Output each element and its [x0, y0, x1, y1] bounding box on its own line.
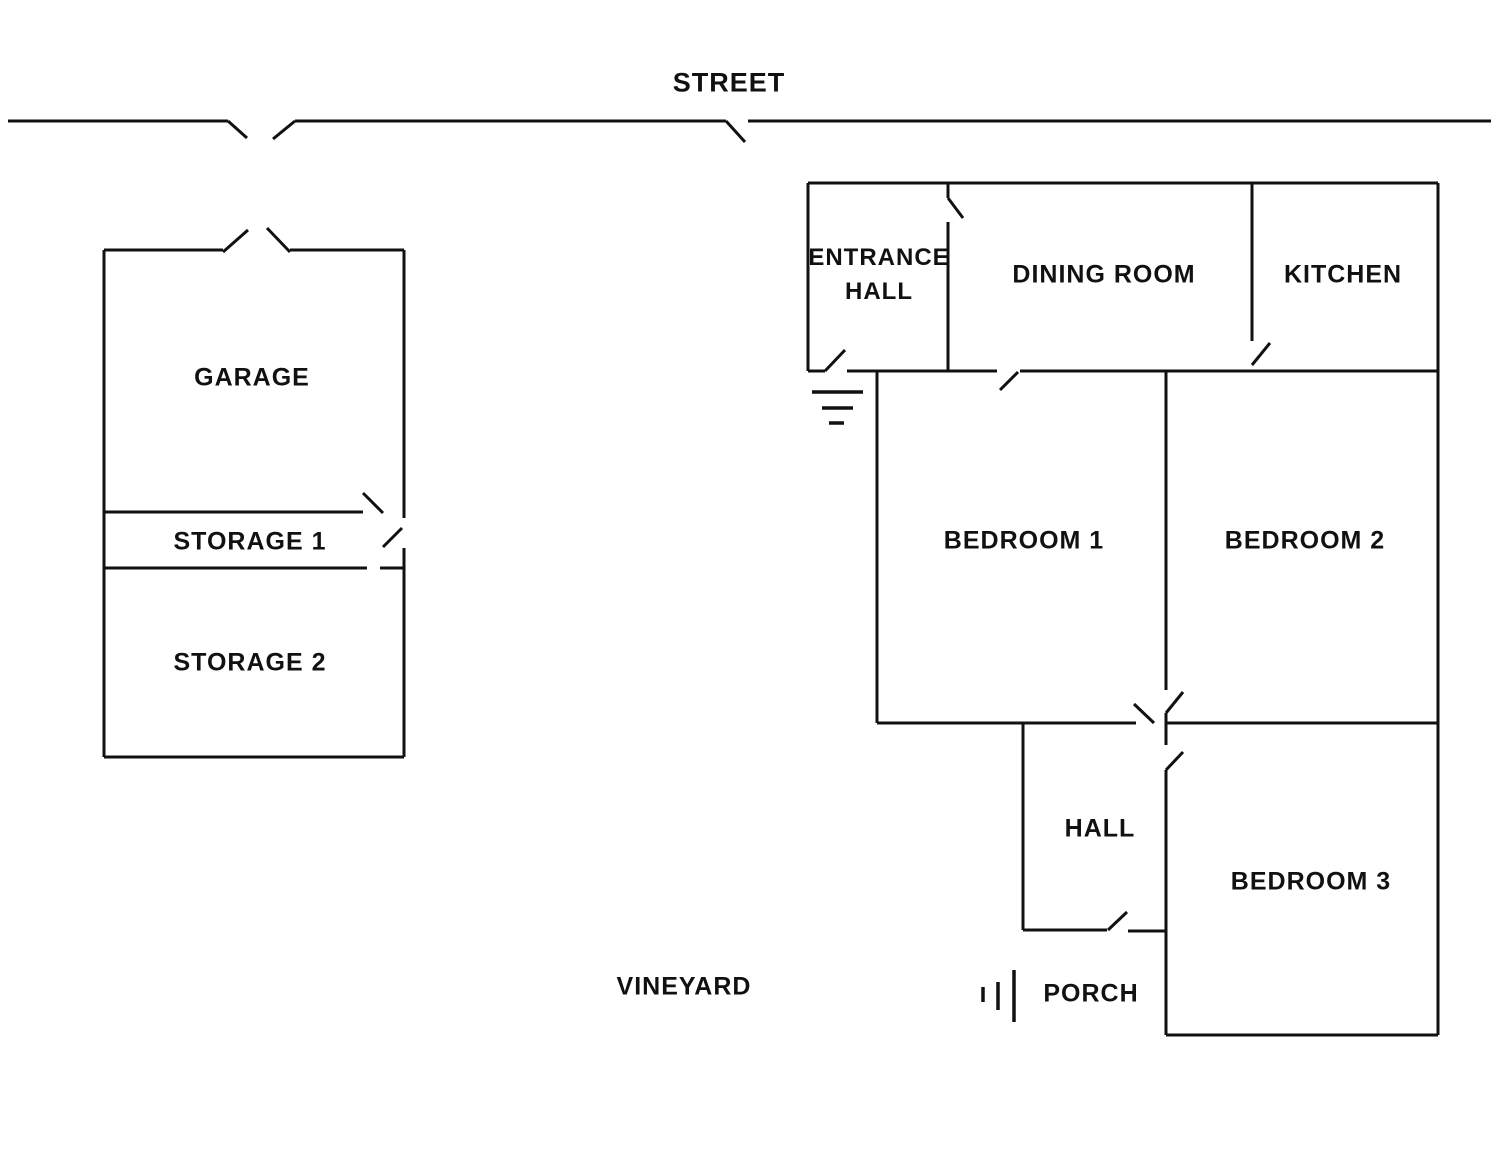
door-swing-line	[1164, 691, 1185, 714]
room-label-bedroom-3: BEDROOM 3	[1230, 867, 1392, 896]
room-label-kitchen: KITCHEN	[1283, 260, 1403, 289]
house-walls	[806, 181, 1440, 1037]
door-swing-line	[1250, 342, 1272, 366]
driveway-break-slash	[222, 228, 249, 254]
entrance-steps-symbol	[812, 390, 863, 425]
porch-steps-symbol	[981, 970, 1016, 1022]
room-label-hall: HALL	[1064, 814, 1136, 843]
door-swing-line	[1132, 702, 1156, 725]
room-label-dining-room: DINING ROOM	[1012, 260, 1196, 289]
room-label-storage-1: STORAGE 1	[173, 527, 327, 556]
street-line	[8, 119, 1491, 144]
door-swing-line	[1164, 750, 1185, 772]
street-break-slash	[724, 119, 747, 144]
garage-building-walls	[102, 226, 406, 759]
porch-label: PORCH	[1043, 979, 1139, 1008]
room-label-bedroom-2: BEDROOM 2	[1224, 526, 1386, 555]
door-swing-line	[1106, 910, 1129, 932]
room-label-entrance-hall: ENTRANCE HALL	[804, 241, 954, 309]
door-swing-line	[361, 491, 385, 515]
door-swing-line	[946, 197, 965, 219]
vineyard-label: VINEYARD	[616, 972, 752, 1001]
street-label: STREET	[672, 67, 786, 98]
driveway-break-slash	[265, 226, 292, 254]
door-swing-line	[998, 370, 1020, 392]
room-label-entrance-hall-line1: ENTRANCE	[808, 244, 950, 271]
street-break-slash	[272, 119, 296, 141]
door-swing-line	[823, 348, 847, 373]
room-label-garage: GARAGE	[194, 363, 310, 392]
room-label-storage-2: STORAGE 2	[173, 648, 327, 677]
street-break-slash	[226, 119, 249, 140]
room-label-bedroom-1: BEDROOM 1	[943, 526, 1105, 555]
room-label-entrance-hall-line2: HALL	[845, 278, 913, 305]
door-swing-line	[381, 526, 404, 549]
